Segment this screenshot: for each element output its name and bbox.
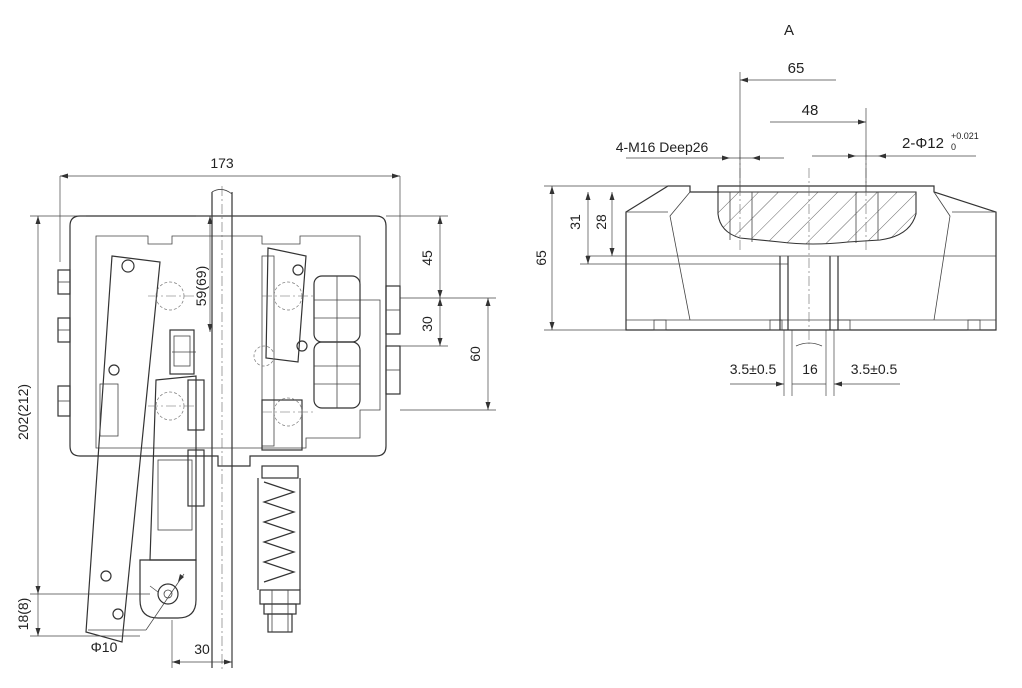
right-shoe — [253, 247, 314, 451]
dim-width-label: 173 — [210, 155, 234, 171]
dim-hole — [812, 153, 976, 159]
dim-pin-diameter-label: Φ10 — [91, 639, 118, 655]
block-side-faces — [626, 191, 996, 321]
dim-31-28 — [580, 192, 788, 265]
dim-bottom-gaps — [730, 330, 900, 396]
dim-right-stack — [386, 215, 496, 411]
dim-48-label: 48 — [802, 102, 819, 119]
dim-thread-label: 4-M16 Deep26 — [616, 139, 709, 155]
dim-top-offset-label: 59(69) — [193, 266, 209, 306]
dim-right-b-label: 30 — [419, 316, 435, 332]
left-swing-arm — [85, 255, 161, 643]
dim-height-total-label: 202(212) — [15, 384, 31, 440]
dim-rail-width-label: 30 — [194, 641, 210, 657]
left-view: 173 202(212) 18(8) 59(69) — [15, 155, 496, 670]
housing-outline — [69, 215, 387, 467]
dim-rail-width — [171, 620, 233, 668]
dim-height-65-label: 65 — [533, 250, 549, 266]
compression-spring — [257, 465, 301, 633]
guide-rail — [211, 186, 233, 670]
dim-bottom-offset — [30, 594, 140, 637]
dim-28-label: 28 — [593, 214, 609, 230]
dim-gap-left-label: 3.5±0.5 — [730, 361, 777, 377]
dim-right-a-label: 45 — [419, 250, 435, 266]
dim-hole-label: 2-Φ12 — [902, 135, 944, 152]
dim-31-label: 31 — [567, 214, 583, 230]
dim-slot-width-label: 16 — [802, 361, 818, 377]
dim-pin-diameter — [88, 573, 185, 631]
right-view: A — [533, 22, 997, 396]
dim-hole-tol-lower: 0 — [951, 142, 956, 152]
dim-65-top-label: 65 — [788, 60, 805, 77]
hatched-section — [717, 191, 917, 245]
dim-bottom-offset-label: 18(8) — [15, 598, 31, 631]
dim-65-top — [739, 72, 836, 192]
block-feet — [626, 319, 996, 331]
view-label: A — [784, 22, 794, 39]
center-slot — [779, 168, 839, 347]
housing-inner — [95, 235, 381, 449]
dim-thread — [626, 155, 784, 161]
dim-48 — [770, 108, 867, 192]
right-bolts — [385, 285, 401, 395]
dim-right-c-label: 60 — [467, 346, 483, 362]
dim-width — [59, 173, 401, 286]
left-bolts — [57, 269, 71, 417]
rubber-stacks — [313, 275, 361, 409]
left-lever — [139, 329, 205, 619]
dim-top-offset — [196, 215, 250, 332]
dim-height-total — [30, 215, 150, 595]
left-dashed-holes — [148, 281, 196, 421]
dim-hole-tol-upper: +0.021 — [951, 131, 979, 141]
dim-height-65 — [544, 185, 690, 331]
dim-gap-right-label: 3.5±0.5 — [851, 361, 898, 377]
